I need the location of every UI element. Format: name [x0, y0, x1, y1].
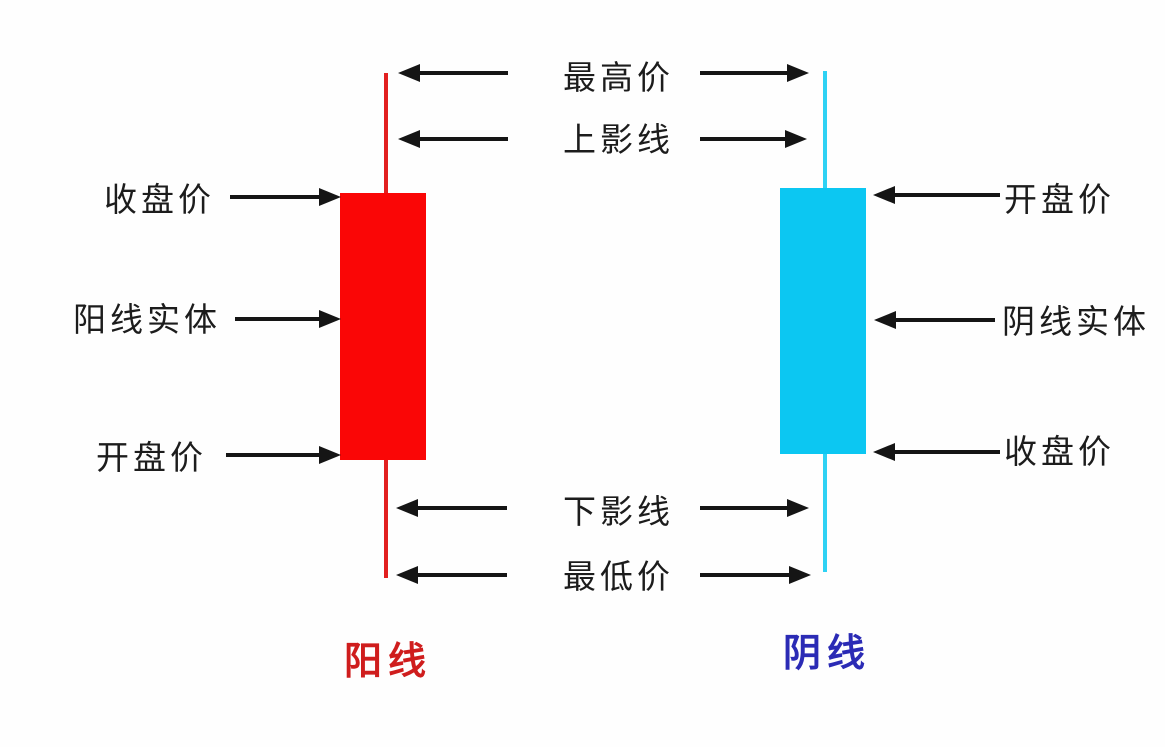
label-lower-shadow: 下影线	[563, 492, 674, 531]
yin-candle-body	[780, 188, 866, 454]
arrow-lower-shadow-to-yin-wick	[700, 499, 809, 517]
arrow-lower-shadow-to-yang-wick	[396, 499, 507, 517]
label-yang-open-price: 开盘价	[96, 438, 207, 477]
label-yin-body: 阴线实体	[1002, 302, 1150, 341]
label-yin-close-price: 收盘价	[1004, 432, 1115, 471]
arrow-upper-shadow-to-yang-wick	[398, 130, 508, 148]
arrow-highest-to-yin-wick	[700, 64, 809, 82]
arrow-yang-open-to-body	[226, 446, 341, 464]
label-yang-close-price: 收盘价	[104, 180, 215, 219]
label-lowest-price: 最低价	[563, 557, 674, 596]
label-highest-price: 最高价	[563, 58, 674, 97]
label-yin-open-price: 开盘价	[1004, 180, 1115, 219]
arrow-yang-close-to-body	[230, 188, 341, 206]
arrow-upper-shadow-to-yin-wick	[700, 130, 807, 148]
arrow-yin-close-to-body	[873, 443, 1000, 461]
yin-candle-title: 阴线	[783, 631, 872, 675]
arrow-yang-body-to-body	[235, 310, 341, 328]
label-upper-shadow: 上影线	[563, 120, 674, 159]
yang-candle-title: 阳线	[344, 639, 433, 683]
arrow-lowest-to-yin-wick	[700, 566, 811, 584]
arrow-highest-to-yang-wick	[398, 64, 508, 82]
yang-candle-body	[340, 193, 426, 460]
arrow-yin-open-to-body	[873, 186, 1000, 204]
label-yang-body: 阳线实体	[73, 300, 221, 339]
arrow-yin-body-to-body	[874, 311, 995, 329]
arrow-lowest-to-yang-wick	[396, 566, 507, 584]
